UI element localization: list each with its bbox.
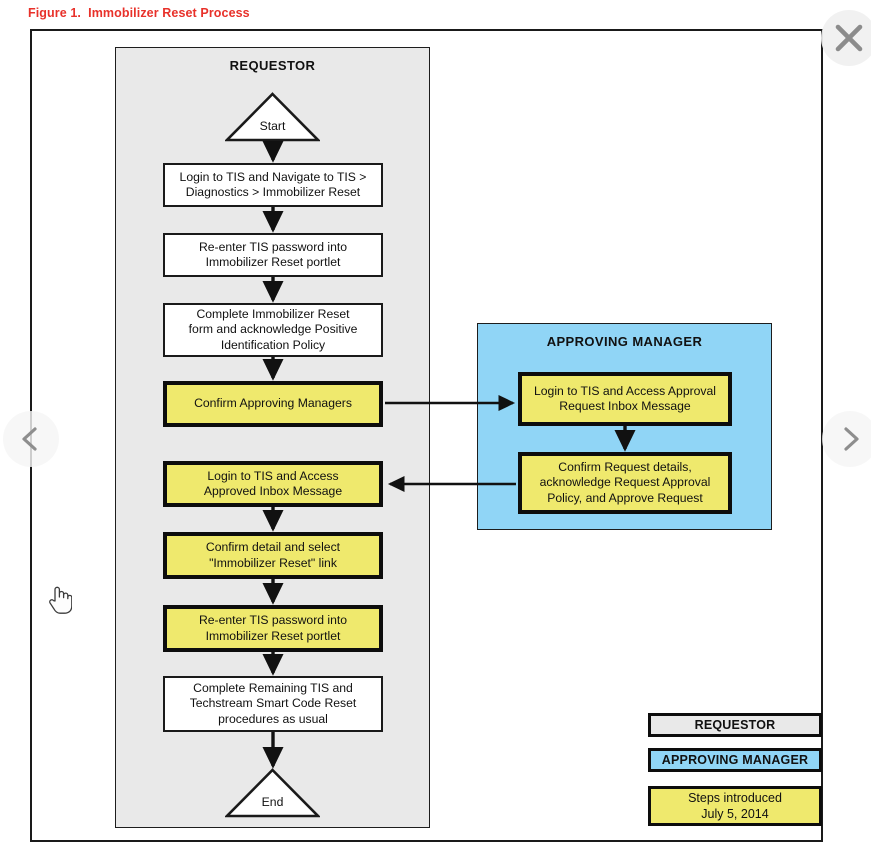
process-node-manager-confirm-approve[interactable]: Confirm Request details, acknowledge Req…	[518, 452, 732, 514]
legend-item-approving-manager: APPROVING MANAGER	[648, 748, 822, 772]
legend-item-requestor: REQUESTOR	[648, 713, 822, 737]
close-button[interactable]	[821, 10, 871, 66]
process-node-confirm-detail-select-link[interactable]: Confirm detail and select "Immobilizer R…	[163, 532, 383, 579]
chevron-right-icon	[844, 427, 859, 451]
close-icon	[835, 24, 863, 52]
figure-caption: Figure 1. Immobilizer Reset Process	[28, 6, 250, 20]
process-node-manager-access-approval-inbox[interactable]: Login to TIS and Access Approval Request…	[518, 372, 732, 426]
process-node-complete-form[interactable]: Complete Immobilizer Reset form and ackn…	[163, 303, 383, 357]
prev-image-button[interactable]	[3, 411, 59, 467]
terminator-end: End	[225, 768, 320, 818]
process-node-access-approved-inbox[interactable]: Login to TIS and Access Approved Inbox M…	[163, 461, 383, 507]
chevron-left-icon	[22, 427, 37, 451]
process-node-confirm-approving-managers[interactable]: Confirm Approving Managers	[163, 381, 383, 427]
next-image-button[interactable]	[822, 411, 871, 467]
process-node-login-navigate[interactable]: Login to TIS and Navigate to TIS > Diagn…	[163, 163, 383, 207]
terminator-end-label: End	[261, 795, 284, 809]
terminator-start: Start	[225, 92, 320, 142]
swimlane-manager-title: APPROVING MANAGER	[546, 334, 703, 349]
legend-item-steps-introduced: Steps introduced July 5, 2014	[648, 786, 822, 826]
terminator-start-label: Start	[259, 119, 286, 133]
process-node-reenter-password-2[interactable]: Re-enter TIS password into Immobilizer R…	[163, 605, 383, 652]
swimlane-requestor-title: REQUESTOR	[229, 58, 316, 73]
process-node-complete-remaining[interactable]: Complete Remaining TIS and Techstream Sm…	[163, 676, 383, 732]
process-node-reenter-password-1[interactable]: Re-enter TIS password into Immobilizer R…	[163, 233, 383, 277]
